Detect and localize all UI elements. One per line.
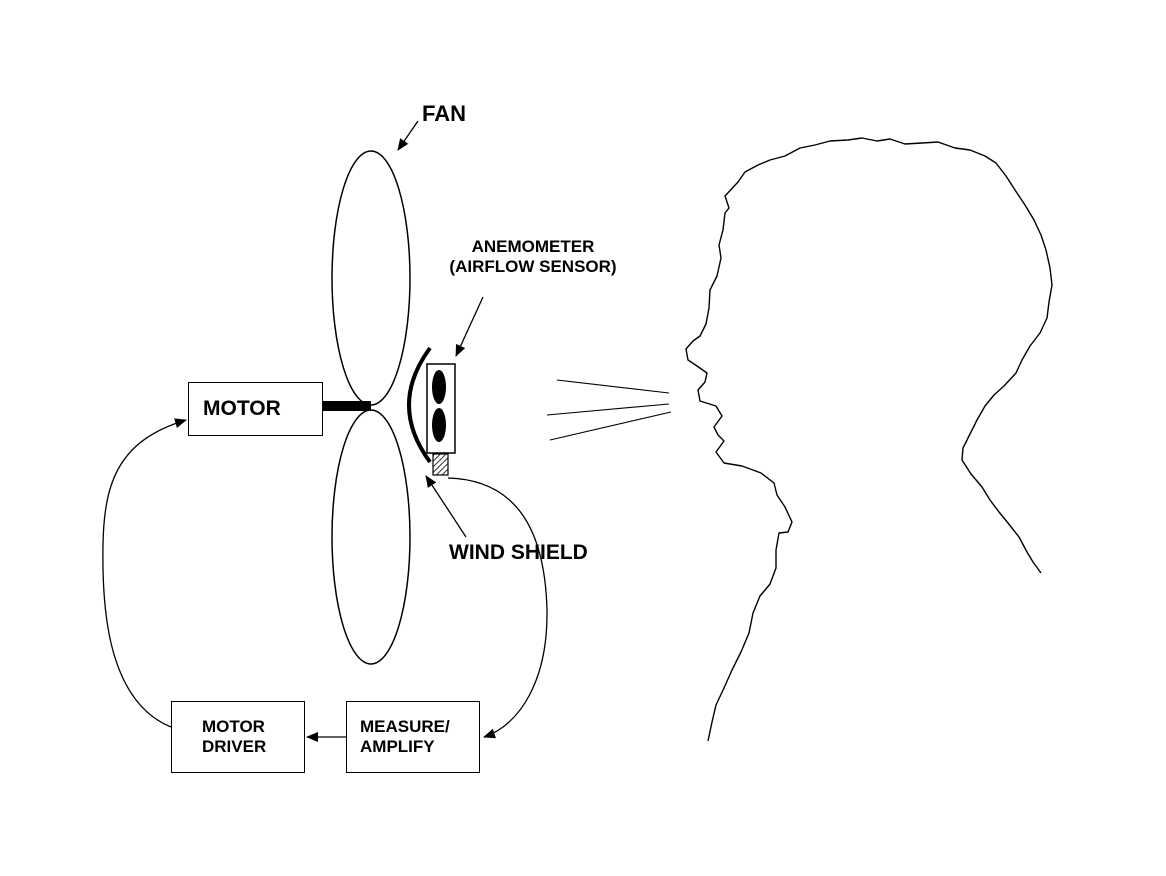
fan-blade-upper (331, 150, 411, 406)
wind-shield-pointer-arrow (425, 475, 467, 538)
motor-driver-line2: DRIVER (202, 737, 267, 756)
anemometer-label: ANEMOMETER (AIRFLOW SENSOR) (435, 237, 631, 276)
fan-pointer-arrow (397, 120, 419, 151)
breath-airflow-lines (546, 379, 672, 441)
motor-shaft (320, 401, 371, 411)
anemometer-sensor (426, 363, 456, 476)
wind-shield-arc (407, 346, 432, 464)
anemometer-pointer-arrow (455, 296, 484, 357)
fan-blade-lower (331, 409, 411, 665)
signal-arrow-driver-to-motor (102, 418, 187, 728)
anemometer-label-line1: ANEMOMETER (471, 237, 595, 256)
anemometer-label-line2: (AIRFLOW SENSOR) (449, 256, 617, 276)
signal-arrow-sensor-to-measure (447, 477, 548, 739)
head-silhouette (685, 137, 1053, 742)
sensor-mount (432, 453, 449, 476)
motor-block-label: MOTOR (203, 396, 281, 420)
motor-block: MOTOR (188, 382, 323, 436)
wind-shield-label: WIND SHIELD (449, 541, 588, 564)
motor-driver-block-label: MOTOR DRIVER (202, 717, 266, 756)
motor-driver-block: MOTOR DRIVER (171, 701, 305, 773)
measure-line2: AMPLIFY (360, 737, 435, 756)
measure-amplify-block: MEASURE/ AMPLIFY (346, 701, 480, 773)
measure-amplify-block-label: MEASURE/ AMPLIFY (360, 717, 450, 756)
motor-driver-line1: MOTOR (202, 717, 265, 737)
fan-label: FAN (422, 101, 466, 126)
measure-line1: MEASURE/ (360, 717, 450, 737)
